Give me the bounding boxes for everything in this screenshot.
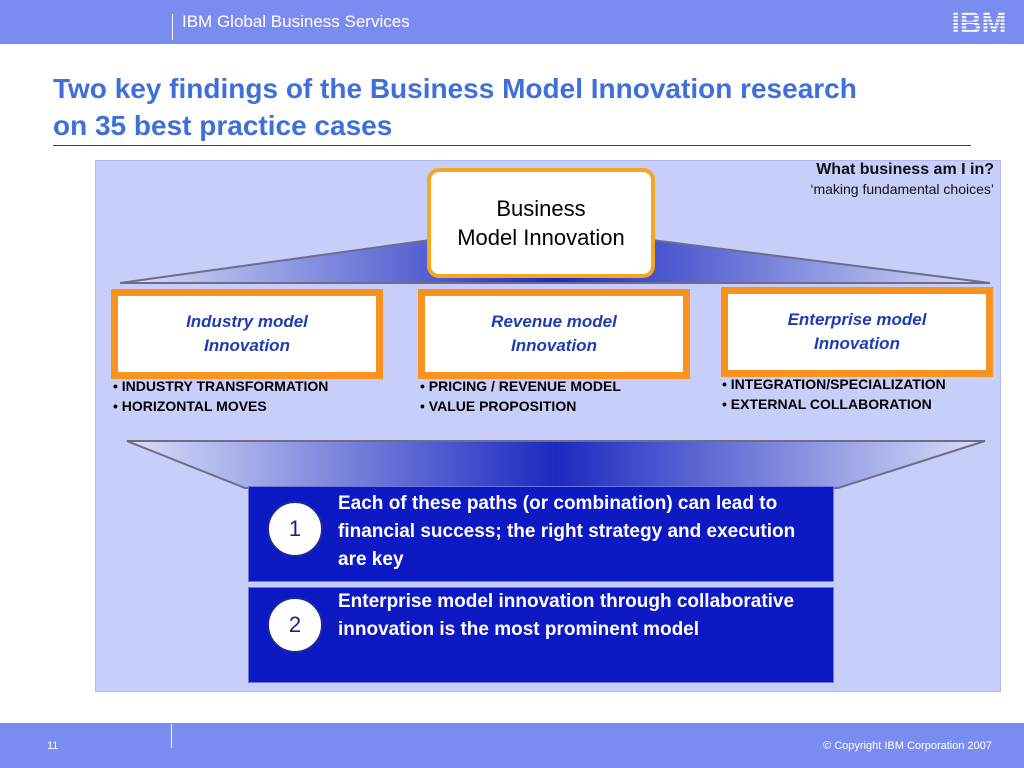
finding-box-1 bbox=[248, 486, 834, 582]
finding-number-2: 2 bbox=[267, 597, 323, 653]
ibm-logo-text: IBM bbox=[952, 7, 1007, 36]
copyright-text: © Copyright IBM Corporation 2007 bbox=[823, 740, 992, 752]
bullet-item: • INDUSTRY TRANSFORMATION bbox=[113, 378, 329, 394]
revenue-bullets: • PRICING / REVENUE MODEL • VALUE PROPOS… bbox=[420, 376, 621, 416]
page-number: 11 bbox=[47, 740, 59, 752]
footer-bar bbox=[0, 723, 1024, 768]
enterprise-model-box: Enterprise model Innovation bbox=[721, 287, 993, 377]
finding-box-2 bbox=[248, 587, 834, 683]
industry-model-label: Industry model Innovation bbox=[186, 312, 308, 355]
slide-title: Two key findings of the Business Model I… bbox=[53, 70, 993, 144]
finding-text-2: Enterprise model innovation through coll… bbox=[338, 591, 795, 640]
bmi-line2: Model Innovation bbox=[457, 225, 625, 250]
bottom-funnel-shape bbox=[126, 440, 986, 489]
revenue-model-box: Revenue model Innovation bbox=[418, 289, 690, 379]
industry-model-box: Industry model Innovation bbox=[111, 289, 383, 379]
industry-bullets: • INDUSTRY TRANSFORMATION • HORIZONTAL M… bbox=[113, 376, 328, 416]
bullet-item: • HORIZONTAL MOVES bbox=[113, 398, 267, 414]
question-subheading: ‘making fundamental choices’ bbox=[810, 181, 994, 197]
header-bar bbox=[0, 0, 1024, 44]
footer-divider bbox=[171, 724, 172, 748]
finding-text-1: Each of these paths (or combination) can… bbox=[338, 493, 796, 570]
header-title: IBM Global Business Services bbox=[182, 12, 410, 31]
bullet-item: • PRICING / REVENUE MODEL bbox=[420, 378, 621, 394]
enterprise-model-label: Enterprise model Innovation bbox=[787, 310, 927, 353]
enterprise-bullets: • INTEGRATION/SPECIALIZATION • EXTERNAL … bbox=[722, 374, 946, 414]
slide-title-line1: Two key findings of the Business Model I… bbox=[53, 73, 857, 104]
header-divider bbox=[172, 14, 173, 40]
bullet-item: • VALUE PROPOSITION bbox=[420, 398, 577, 414]
bullet-item: • EXTERNAL COLLABORATION bbox=[722, 396, 932, 412]
title-rule bbox=[53, 145, 971, 146]
slide-title-line2: on 35 best practice cases bbox=[53, 110, 393, 141]
ibm-logo: IBM bbox=[952, 7, 1007, 36]
business-model-innovation-box: Business Model Innovation bbox=[427, 168, 655, 278]
finding-number-1: 1 bbox=[267, 501, 323, 557]
revenue-model-label: Revenue model Innovation bbox=[491, 312, 617, 355]
question-heading: What business am I in? bbox=[816, 161, 994, 178]
bullet-item: • INTEGRATION/SPECIALIZATION bbox=[722, 376, 946, 392]
bmi-line1: Business bbox=[496, 196, 586, 221]
